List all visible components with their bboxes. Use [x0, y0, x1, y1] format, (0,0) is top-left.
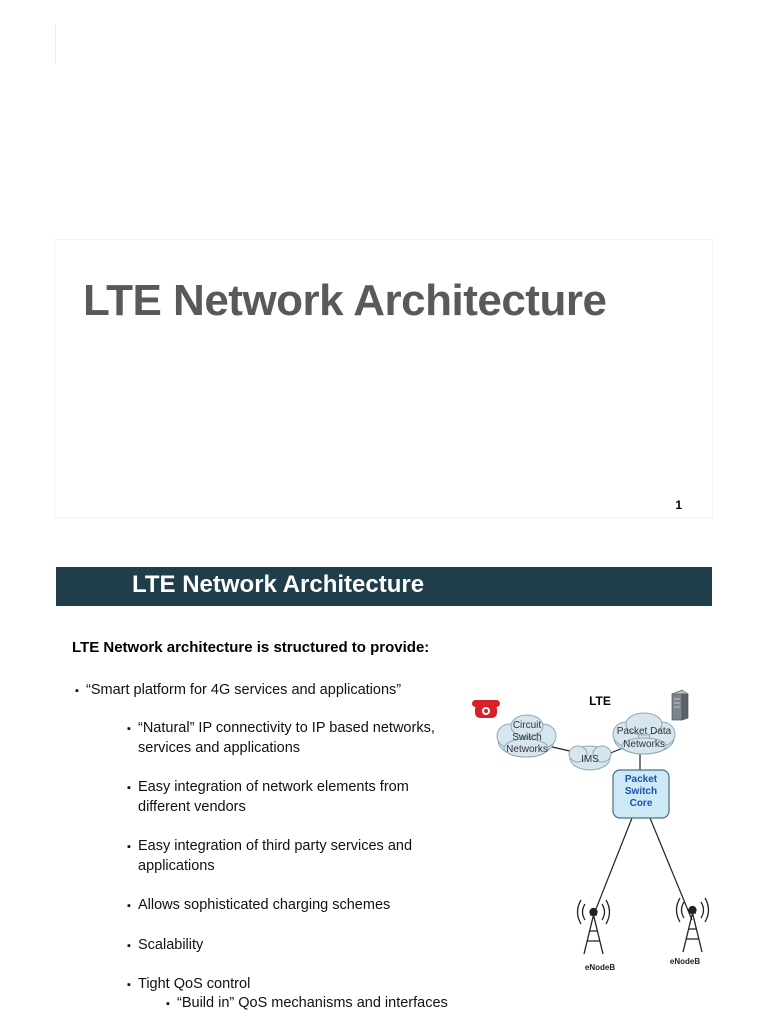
intro-text: LTE Network architecture is structured t…: [72, 639, 430, 656]
bullet-marker-icon: ▪: [127, 782, 131, 794]
slide-header-title: LTE Network Architecture: [132, 571, 425, 598]
diagram-title: LTE: [589, 694, 611, 708]
bullet-marker-icon: ▪: [127, 979, 131, 991]
server-icon: [671, 689, 689, 721]
bullet-text: Easy integration of network elements fro…: [138, 779, 409, 815]
enodeb-label: eNodeB: [585, 963, 615, 972]
page-edge-mark: [55, 25, 56, 63]
bullet-marker-icon: ▪: [75, 685, 79, 697]
bullet-marker-icon: ▪: [127, 723, 131, 735]
sub-bullet-item: ▪ Allows sophisticated charging schemes: [127, 895, 391, 915]
bullet-item: ▪ “Smart platform for 4G services and app…: [75, 680, 402, 700]
ims-cloud: [568, 745, 612, 771]
bullet-text: Scalability: [138, 937, 204, 953]
core-label-line: Packet: [625, 774, 658, 785]
bullet-text: Easy integration of third party services…: [138, 838, 413, 874]
bullet-marker-icon: ▪: [127, 940, 131, 952]
ims-label: IMS: [581, 754, 599, 765]
bullet-marker-icon: ▪: [127, 841, 131, 853]
cloud-label-line: Packet Data: [617, 726, 672, 737]
bullet-text: “Smart platform for 4G services and appl…: [86, 682, 402, 698]
telephone-icon: [472, 700, 500, 718]
packet-data-networks-cloud: [612, 712, 676, 755]
bullet-marker-icon: ▪: [166, 998, 170, 1010]
slide-header-bar: LTE Network Architecture: [56, 567, 712, 606]
sub-bullet-item: ▪ Scalability: [127, 935, 204, 955]
bullet-text: “Build in” QoS mechanisms and interfaces: [177, 995, 448, 1011]
page-number: 1: [675, 498, 682, 512]
bullet-text: Allows sophisticated charging schemes: [138, 897, 391, 913]
cloud-label-line: Networks: [506, 744, 548, 755]
sub-bullet-item: ▪ Tight QoS control: [127, 974, 251, 994]
circuit-switch-networks-cloud: [496, 714, 557, 758]
core-label-line: Core: [630, 798, 653, 809]
packet-switch-core-box: [612, 769, 670, 819]
enodeb-label: eNodeB: [670, 957, 700, 966]
title-slide: LTE Network Architecture 1: [55, 240, 712, 517]
cloud-label-line: Circuit: [513, 720, 542, 731]
core-label-line: Switch: [625, 786, 657, 797]
bullet-marker-icon: ▪: [127, 900, 131, 912]
cloud-label-line: Switch: [512, 732, 541, 743]
bullet-text: Tight QoS control: [138, 976, 251, 992]
cell-tower-icon: [576, 899, 611, 955]
sub-sub-bullet-item: ▪ “Build in” QoS mechanisms and interface…: [166, 993, 448, 1013]
cloud-label-line: Networks: [623, 739, 665, 750]
cell-tower-icon: [675, 897, 710, 953]
sub-bullet-item: ▪ “Natural” IP connectivity to IP based n…: [127, 718, 463, 758]
bullet-text: “Natural” IP connectivity to IP based ne…: [138, 720, 435, 756]
sub-bullet-item: ▪ Easy integration of network elements fr…: [127, 777, 463, 817]
sub-bullet-item: ▪ Easy integration of third party service…: [127, 836, 463, 876]
lte-architecture-diagram: LTE Circuit Switch Networks Packet: [472, 689, 710, 972]
slide-title: LTE Network Architecture: [83, 276, 607, 325]
